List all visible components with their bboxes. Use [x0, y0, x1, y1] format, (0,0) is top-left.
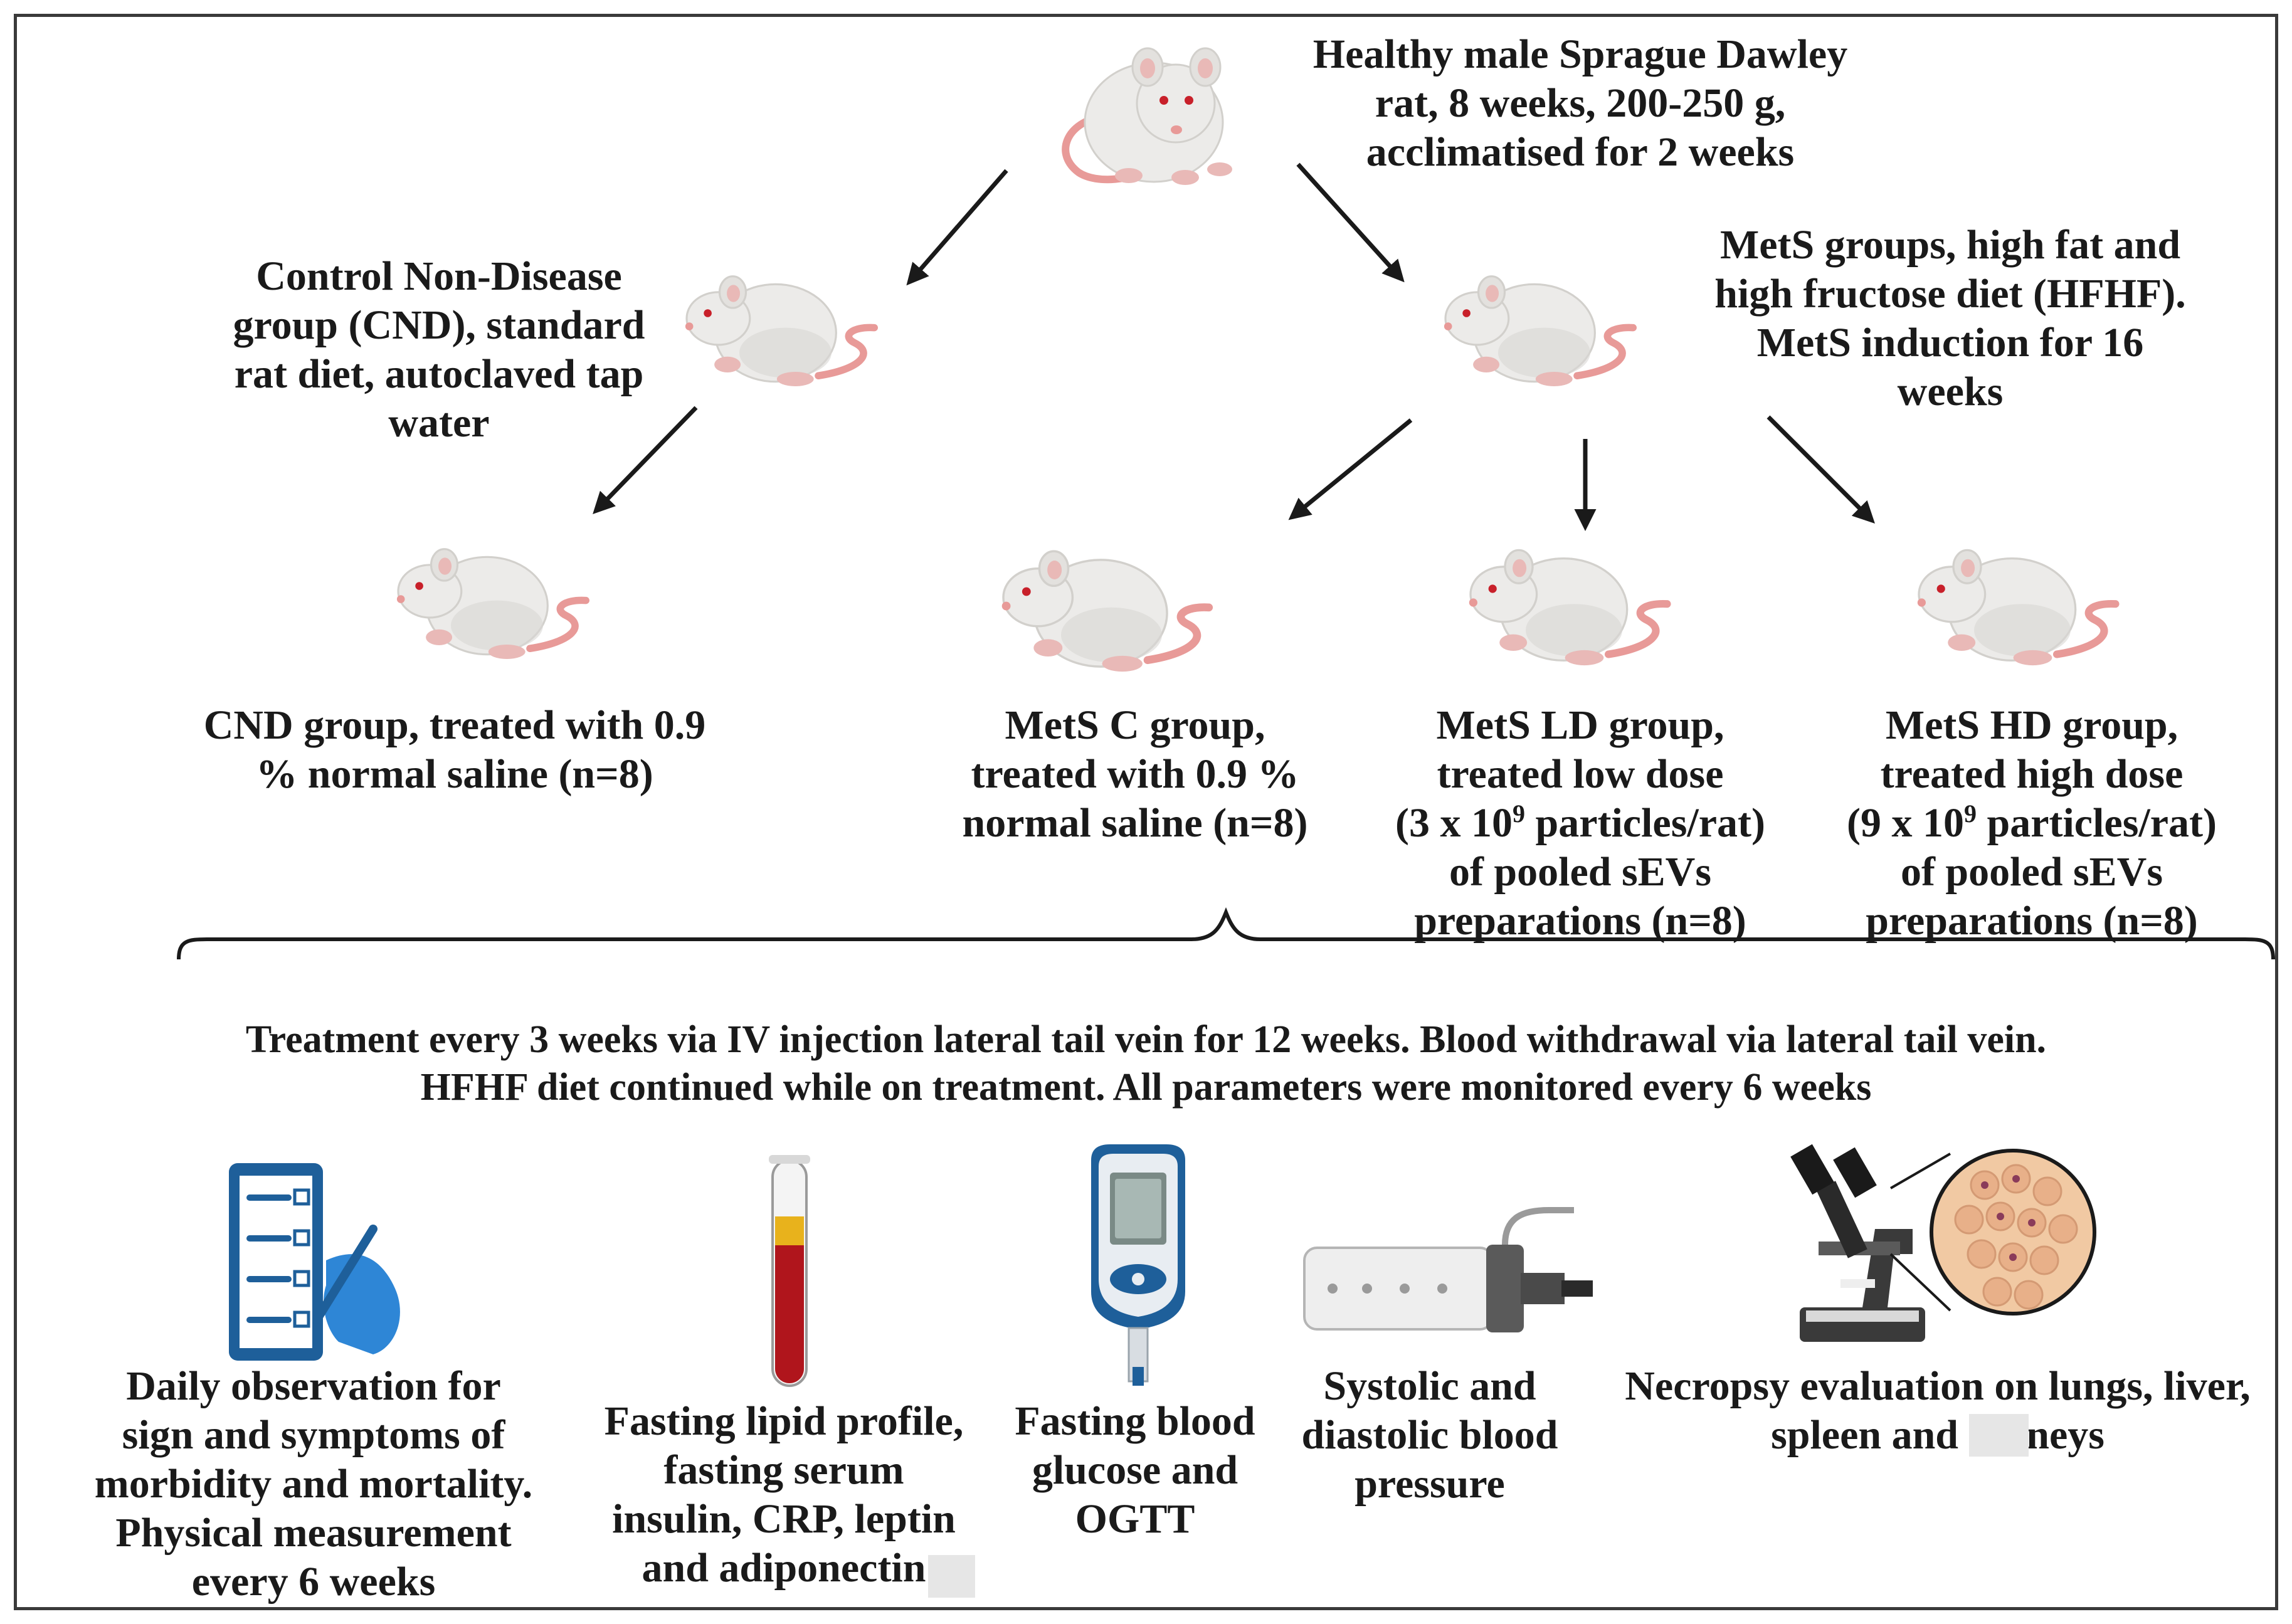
clipboard-checklist-icon	[229, 1163, 400, 1361]
blood-tube-icon	[769, 1155, 810, 1387]
metshd-group-label: MetS HD group, treated high dose (9 x 10…	[1847, 702, 2217, 944]
figure-border	[14, 14, 2278, 1610]
pressure-label: Systolic and diastolic blood pressure	[1301, 1363, 1558, 1507]
cnd-group-label: CND group, treated with 0.9 % normal sal…	[203, 702, 706, 797]
control-label: Control Non-Disease group (CND), standar…	[233, 253, 645, 446]
source-label: Healthy male Sprague Dawley rat, 8 weeks…	[1312, 31, 1848, 175]
microscope-icon	[1790, 1144, 2096, 1342]
mets-label: MetS groups, high fat and high fructose …	[1714, 222, 2186, 414]
redaction-box	[1969, 1414, 2029, 1457]
necropsy-label: Necropsy evaluation on lungs, liver, spl…	[1625, 1363, 2251, 1458]
redaction-box	[928, 1555, 975, 1598]
observation-label: Daily observation for sign and symptoms …	[94, 1363, 533, 1605]
arrow-to-mets	[1296, 162, 1405, 283]
lipid-label: Fasting lipid profile, fasting serum ins…	[604, 1398, 964, 1591]
arrow-to-metsc	[1288, 418, 1413, 520]
metsld-group-label: MetS LD group, treated low dose (3 x 109…	[1395, 702, 1765, 944]
treatment-label: Treatment every 3 weeks via IV injection…	[245, 1018, 2047, 1109]
glucometer-icon	[1091, 1144, 1185, 1386]
arrow-to-cnd	[906, 169, 1008, 286]
tail-cuff-restrainer-icon	[1303, 1207, 1593, 1332]
metsc-group-label: MetS C group, treated with 0.9 % normal …	[962, 702, 1308, 846]
group-brace	[177, 907, 2275, 960]
glucose-label: Fasting blood glucose and OGTT	[1015, 1398, 1255, 1542]
arrow-to-metshd	[1767, 415, 1875, 524]
arrow-to-cnd-treated	[593, 406, 698, 515]
